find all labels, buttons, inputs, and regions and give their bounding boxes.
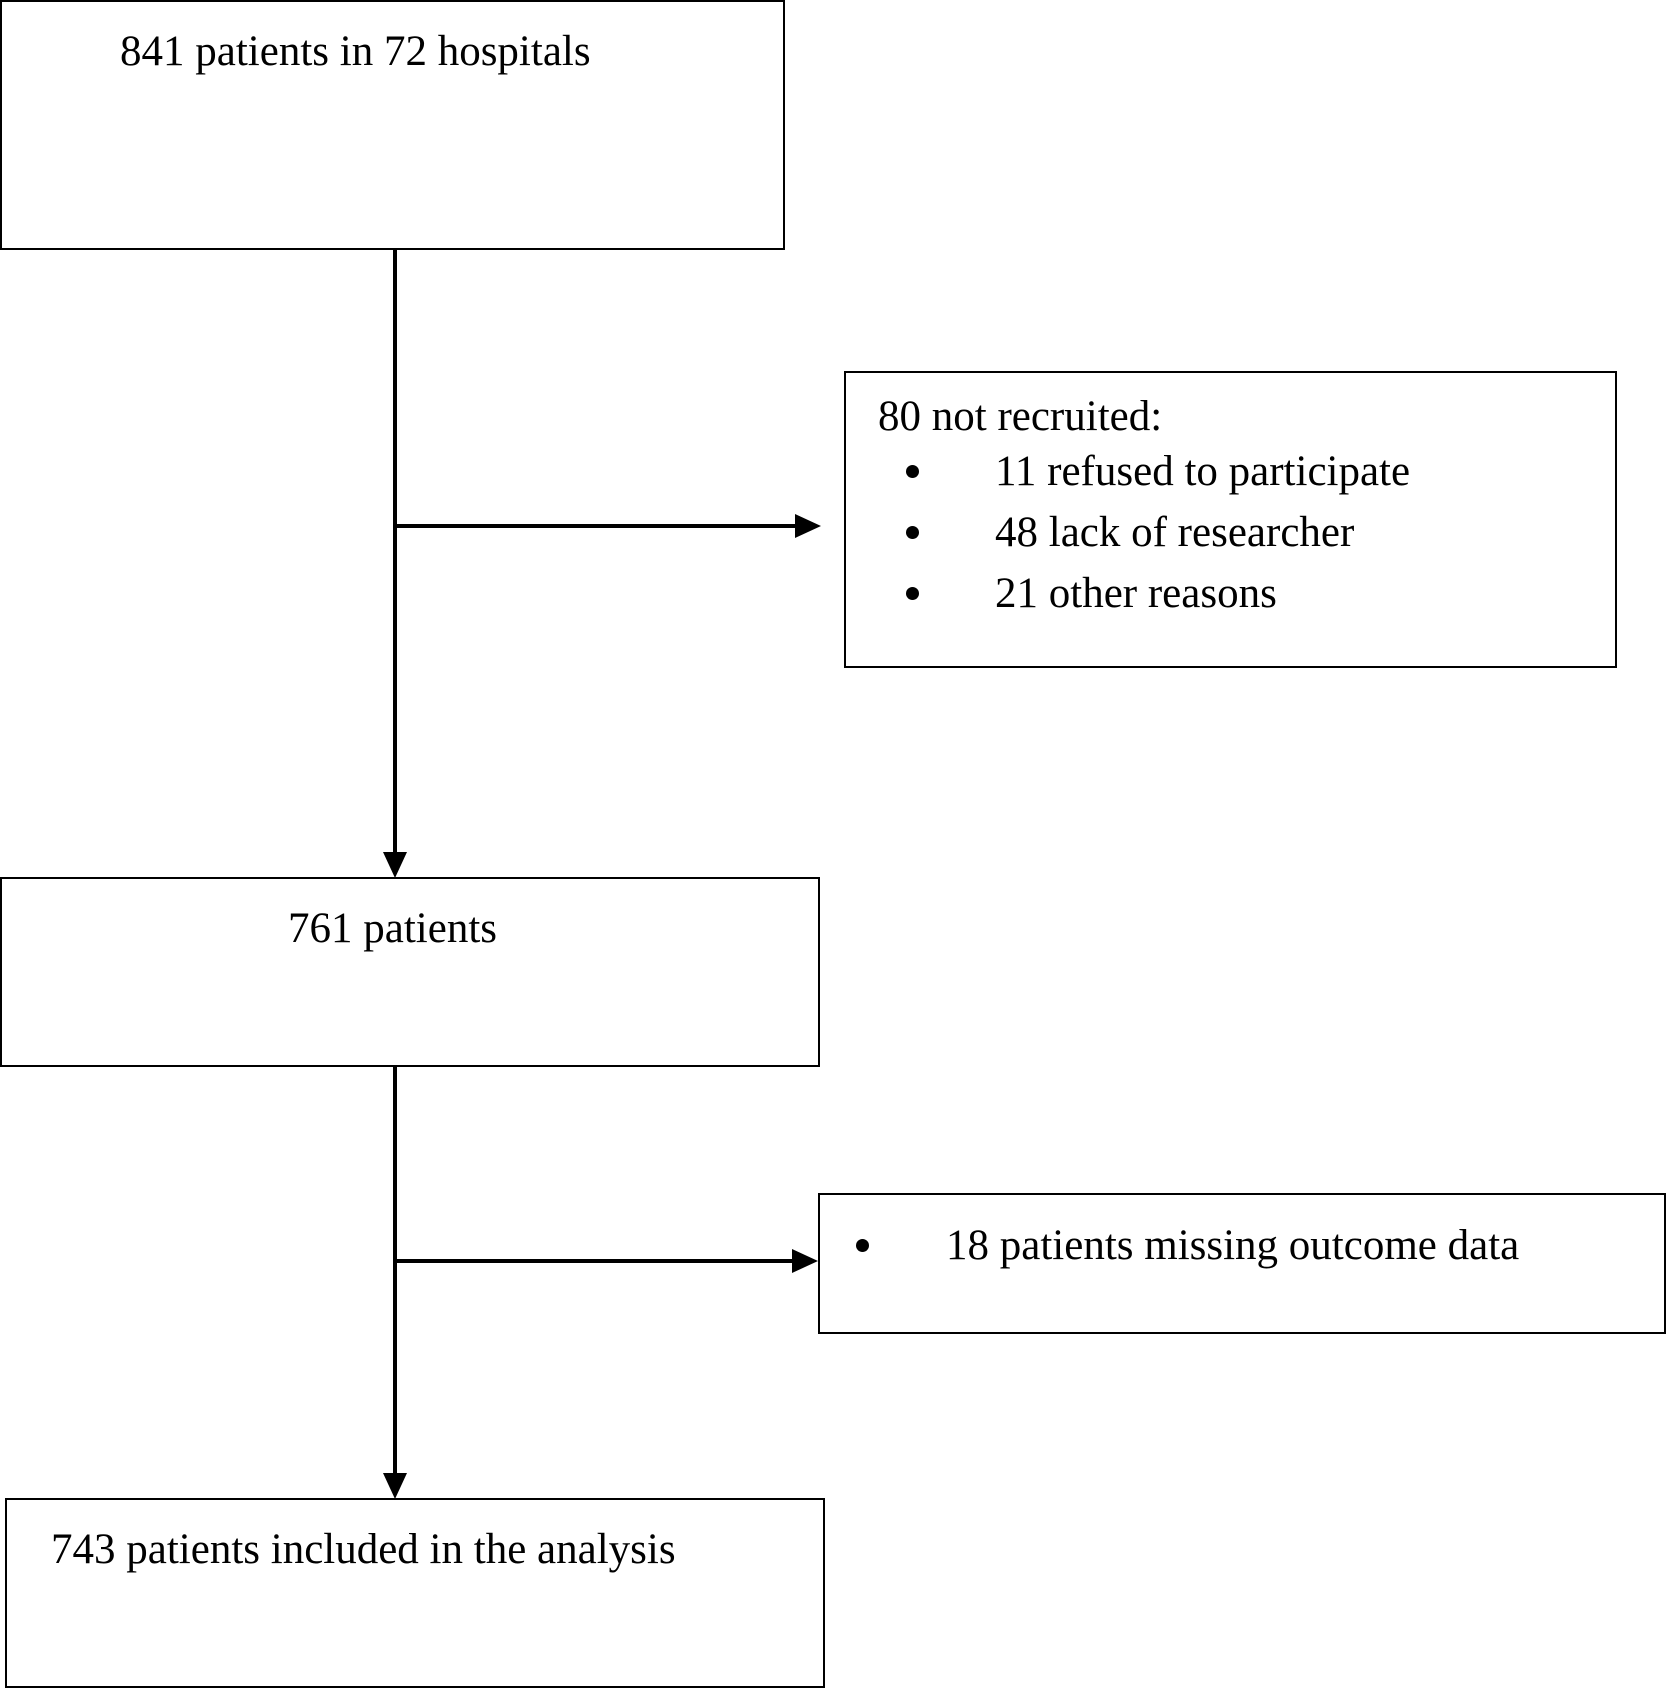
bullet-icon — [906, 587, 919, 600]
reason-other-text: 21 other reasons — [995, 570, 1277, 617]
missing-outcome-text: 18 patients missing outcome data — [946, 1222, 1520, 1269]
reason-lack-researcher: 48 lack of researcher — [906, 502, 1410, 563]
bullet-icon — [906, 465, 919, 478]
arrowhead-right-not-recruited — [795, 514, 821, 538]
arrowhead-down-analysed — [383, 1473, 407, 1499]
reason-lack-researcher-text: 48 lack of researcher — [995, 509, 1355, 556]
missing-outcome-item: 18 patients missing outcome data — [856, 1215, 1519, 1276]
not-recruited-reasons: 11 refused to participate 48 lack of res… — [906, 441, 1410, 624]
bullet-icon — [856, 1239, 869, 1252]
box-enrolled: 841 patients in 72 hospitals — [0, 0, 785, 250]
arrowhead-right-missing — [792, 1249, 818, 1273]
box-missing-outcome: 18 patients missing outcome data — [818, 1193, 1666, 1334]
reason-other: 21 other reasons — [906, 563, 1410, 624]
reason-refused-text: 11 refused to participate — [995, 448, 1411, 495]
box-recruited: 761 patients — [0, 877, 820, 1067]
reason-refused: 11 refused to participate — [906, 441, 1410, 502]
bullet-icon — [906, 526, 919, 539]
analysed-text: 743 patients included in the analysis — [51, 1526, 676, 1573]
recruited-text: 761 patients — [288, 905, 497, 952]
missing-outcome-list: 18 patients missing outcome data — [856, 1215, 1519, 1276]
box-analysed: 743 patients included in the analysis — [5, 1498, 825, 1688]
enrolled-text: 841 patients in 72 hospitals — [120, 28, 591, 75]
arrowhead-down-recruited — [383, 852, 407, 878]
not-recruited-title: 80 not recruited: — [878, 393, 1163, 440]
box-not-recruited: 80 not recruited: 11 refused to particip… — [844, 371, 1617, 668]
